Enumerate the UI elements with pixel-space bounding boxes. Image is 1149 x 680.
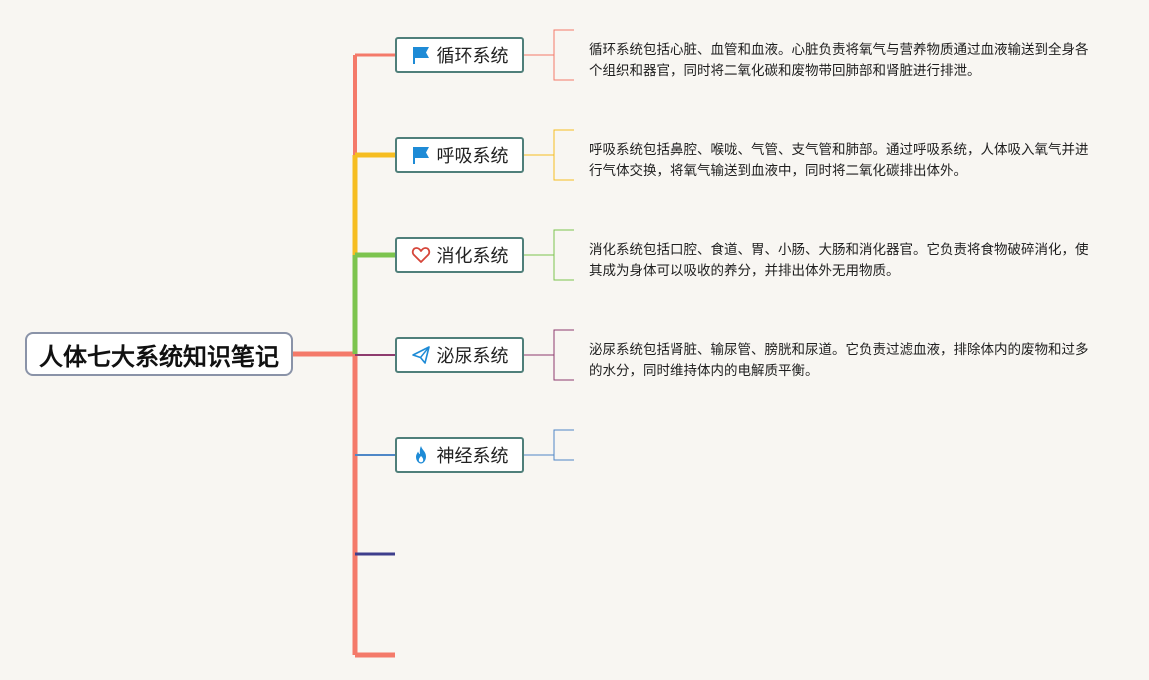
topic-label: 呼吸系统 [436, 146, 509, 167]
topic-respiratory-system[interactable]: 呼吸系统 [395, 137, 524, 173]
topic-urinary-system[interactable]: 泌尿系统 [395, 337, 524, 373]
fire-icon [411, 445, 431, 465]
note-bracket-urinary [524, 329, 574, 381]
topic-label: 消化系统 [436, 246, 509, 267]
topic-digestive-system[interactable]: 消化系统 [395, 237, 524, 273]
heart-icon [411, 245, 431, 265]
paper-plane-icon [411, 345, 431, 365]
note-circulatory-system: 循环系统包括心脏、血管和血液。心脏负责将氧气与营养物质通过血液输送到全身各个组织… [589, 42, 1089, 79]
note-bracket-nervous [524, 429, 574, 461]
note-digestive-system: 消化系统包括口腔、食道、胃、小肠、大肠和消化器官。它负责将食物破碎消化，使其成为… [589, 242, 1089, 279]
note-bracket-digestive [524, 229, 574, 281]
root-topic-title: 人体七大系统知识笔记 [39, 342, 279, 371]
flag-icon [411, 45, 431, 65]
root-topic[interactable]: 人体七大系统知识笔记 [25, 332, 293, 376]
note-urinary-system: 泌尿系统包括肾脏、输尿管、膀胱和尿道。它负责过滤血液，排除体内的废物和过多的水分… [589, 342, 1089, 379]
note-respiratory-system: 呼吸系统包括鼻腔、喉咙、气管、支气管和肺部。通过呼吸系统，人体吸入氧气并进行气体… [589, 142, 1089, 179]
topic-label: 神经系统 [436, 446, 509, 467]
topic-label: 循环系统 [436, 46, 509, 67]
topic-label: 泌尿系统 [436, 346, 509, 367]
topic-nervous-system[interactable]: 神经系统 [395, 437, 524, 473]
note-bracket-respiratory [524, 129, 574, 181]
topic-circulatory-system[interactable]: 循环系统 [395, 37, 524, 73]
note-bracket-circulatory [524, 29, 574, 81]
flag-icon [411, 145, 431, 165]
